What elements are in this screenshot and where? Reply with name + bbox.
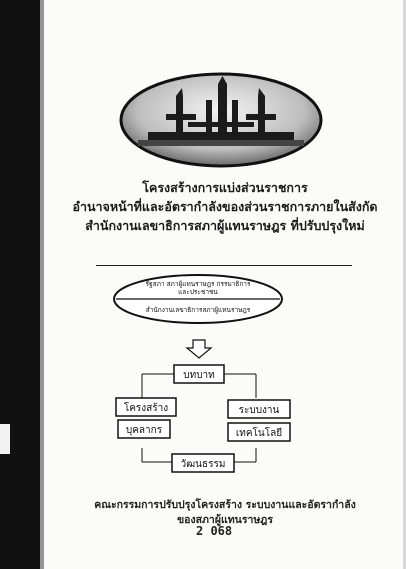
down-arrow-icon	[185, 339, 213, 359]
box-structure	[115, 397, 177, 417]
box-technology-label: เทคโนโลยี	[236, 426, 282, 439]
title-line-2: อำนาจหน้าที่และอัตรากำลังของส่วนราชการภา…	[72, 199, 378, 214]
book-spine	[0, 0, 40, 569]
box-system-label: ระบบงาน	[239, 405, 280, 416]
spine-tab	[0, 424, 10, 454]
parliament-emblem	[119, 72, 323, 168]
page-edge	[403, 0, 406, 569]
ellipse-top-text-2: และประชาชน	[178, 288, 218, 296]
spine-shadow	[40, 0, 44, 569]
monument-icon	[138, 76, 304, 146]
box-culture-label: วัฒนธรรม	[181, 459, 226, 470]
box-personnel	[117, 419, 171, 439]
box-culture	[171, 453, 235, 473]
ellipse-bottom-text: สำนักงานเลขาธิการสภาผู้แทนราษฎร	[146, 306, 251, 314]
structure-diagram: รัฐสภา สภาผู้แทนราษฎร กรรมาธิการ และประช…	[113, 274, 291, 473]
title-divider	[96, 265, 352, 266]
committee-line-1: คณะกรรมการปรับปรุงโครงสร้าง ระบบงานและอั…	[94, 499, 356, 511]
page-number: 2 068	[196, 524, 233, 538]
ellipse-top-text-1: รัฐสภา สภาผู้แทนราษฎร กรรมาธิการ	[146, 280, 251, 288]
box-structure-label: โครงสร้าง	[124, 401, 168, 414]
box-system	[227, 399, 291, 419]
box-role-label: บทบาท	[183, 370, 215, 381]
committee-line-2: ของสภาผู้แทนราษฎร	[176, 514, 273, 526]
title-line-1: โครงสร้างการแบ่งส่วนราชการ	[142, 180, 308, 195]
box-technology	[227, 422, 291, 442]
title-line-3: สำนักงานเลขาธิการสภาผู้แทนราษฎร ที่ปรับป…	[85, 218, 365, 233]
box-personnel-label: บุคลากร	[126, 425, 163, 436]
